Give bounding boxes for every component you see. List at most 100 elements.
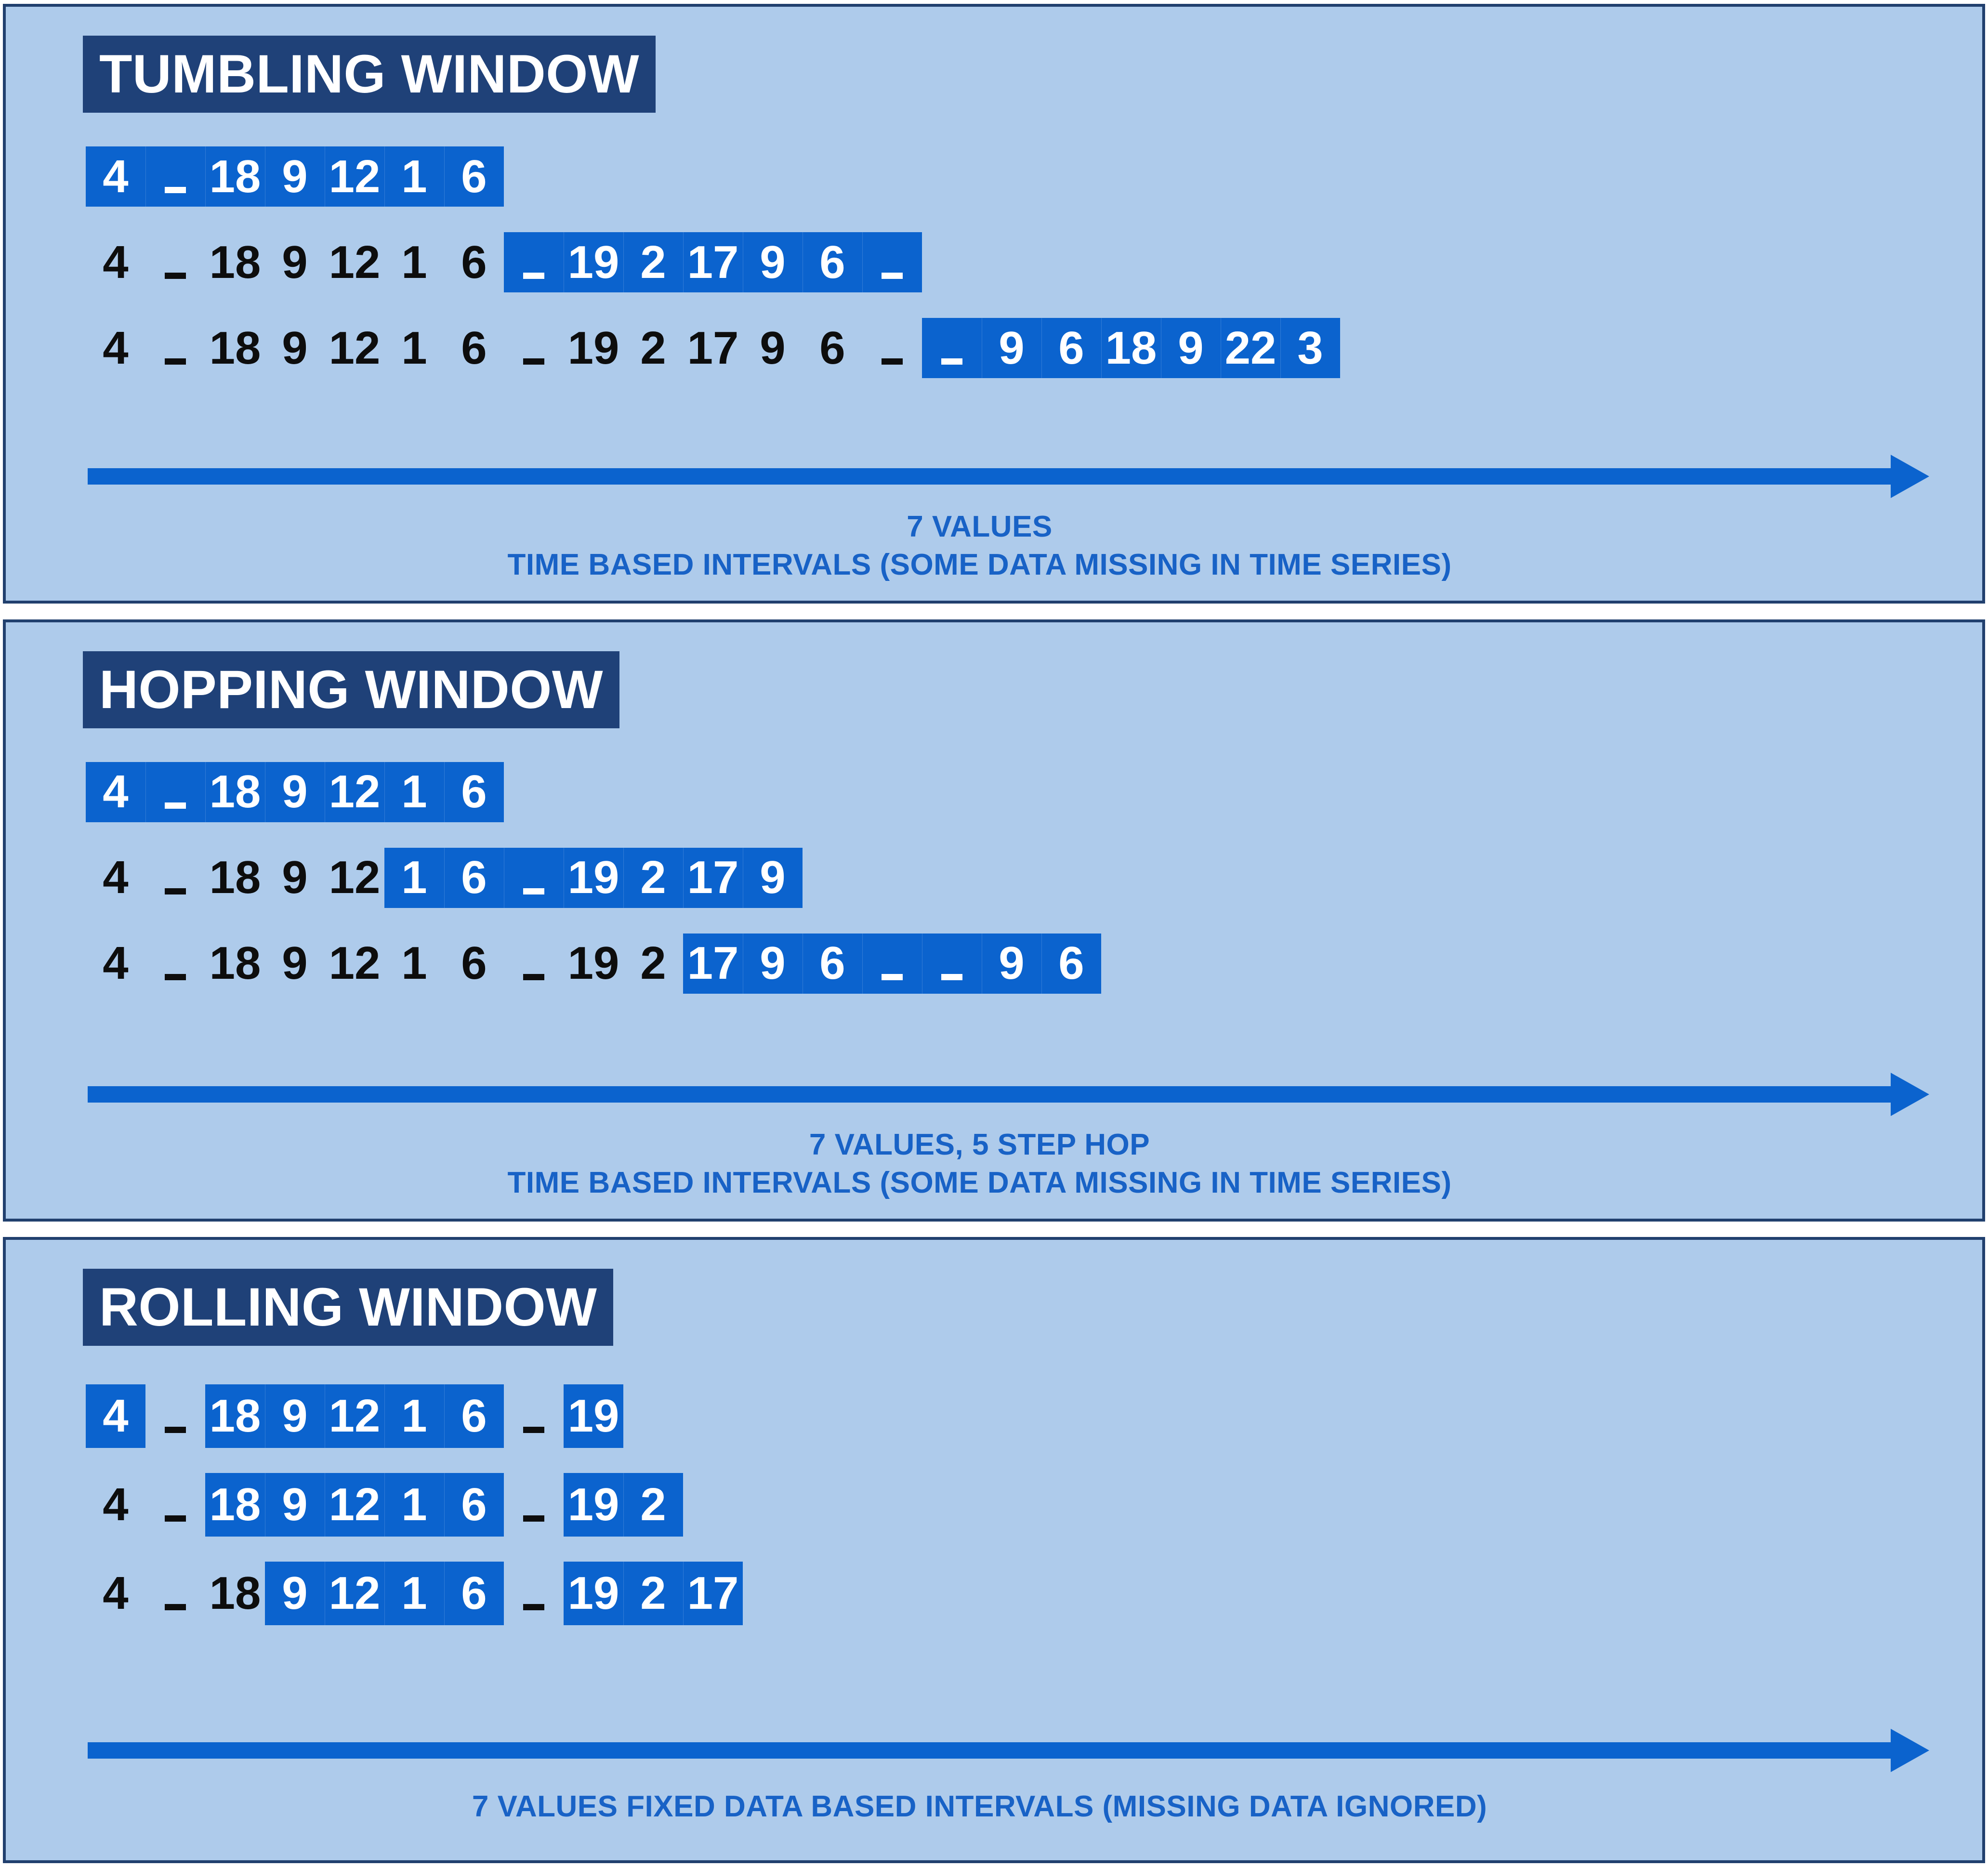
value-cell: 9 [265, 146, 325, 207]
missing-value-icon [523, 358, 544, 365]
arrow-shaft [88, 1742, 1892, 1759]
value-cell: 18 [209, 236, 261, 288]
value-cell: 17 [683, 1562, 743, 1625]
value-cell: 19 [567, 322, 619, 374]
value-cell: 4 [103, 937, 129, 989]
missing-value-icon [523, 973, 544, 980]
value-cell: 18 [1101, 318, 1161, 378]
value-cell: 4 [86, 1384, 145, 1448]
value-cell-missing [504, 934, 564, 994]
caption-line-1: 7 VALUES [907, 510, 1053, 543]
value-cell: 9 [265, 1384, 325, 1448]
value-cell: 9 [282, 322, 308, 374]
missing-value-icon [165, 802, 186, 809]
value-cell: 6 [819, 322, 845, 374]
missing-value-icon [165, 358, 186, 365]
missing-value-icon [165, 888, 186, 894]
value-cell: 18 [205, 1384, 265, 1448]
arrow-head [1891, 1729, 1929, 1772]
value-cell: 9 [743, 232, 803, 292]
value-cell: 9 [982, 933, 1041, 994]
missing-value-icon [882, 273, 903, 279]
caption-line-2: TIME BASED INTERVALS (SOME DATA MISSING … [507, 1166, 1452, 1199]
value-cell: 4 [103, 852, 129, 903]
value-cell: 2 [623, 1562, 683, 1625]
value-cell: 12 [325, 1562, 384, 1625]
value-cell: 12 [329, 852, 381, 903]
value-cell: 17 [683, 847, 743, 908]
caption-line-2: TIME BASED INTERVALS (SOME DATA MISSING … [507, 548, 1452, 582]
value-cell-missing [504, 1384, 564, 1448]
value-cell: 12 [325, 762, 384, 822]
value-cell: 9 [265, 762, 325, 822]
missing-value-icon [523, 1515, 544, 1522]
value-cell: 6 [461, 322, 487, 374]
value-cell: 2 [623, 232, 683, 292]
value-cell: 6 [803, 933, 862, 994]
value-cell: 17 [683, 232, 743, 292]
missing-value-icon [165, 973, 186, 980]
value-cell: 6 [444, 1473, 504, 1537]
value-cell: 12 [329, 236, 381, 288]
value-cell: 1 [384, 1473, 444, 1537]
arrow-shaft [88, 468, 1892, 485]
value-cell: 9 [265, 1562, 325, 1625]
value-cell-missing [145, 232, 205, 292]
value-cell: 6 [461, 236, 487, 288]
value-cell: 22 [1221, 318, 1280, 378]
value-cell-missing [504, 232, 564, 292]
timeline-arrow-group-hopping: 7 VALUES, 5 STEP HOP TIME BASED INTERVAL… [6, 1072, 1982, 1202]
value-cell: 18 [205, 762, 265, 822]
value-cell: 6 [461, 937, 487, 989]
value-cell: 3 [1280, 318, 1340, 378]
value-cell: 9 [282, 937, 308, 989]
value-cell: 1 [384, 1384, 444, 1448]
value-cell: 18 [209, 322, 261, 374]
caption-line-1: 7 VALUES, 5 STEP HOP [809, 1128, 1150, 1161]
value-cell: 19 [564, 847, 623, 908]
panel-caption-hopping: 7 VALUES, 5 STEP HOP TIME BASED INTERVAL… [6, 1126, 1982, 1202]
value-cell: 19 [564, 1384, 623, 1448]
missing-value-icon [165, 1426, 186, 1433]
value-cell: 1 [401, 937, 427, 989]
value-cell: 2 [640, 937, 666, 989]
value-cell: 1 [384, 146, 444, 207]
value-cell-missing [504, 1562, 564, 1625]
value-cell: 19 [564, 1562, 623, 1625]
value-cell: 4 [103, 236, 129, 288]
missing-value-icon [523, 273, 544, 279]
value-cell-missing [922, 933, 982, 994]
value-cell: 17 [683, 933, 743, 994]
value-cell-missing [145, 318, 205, 378]
value-cell: 6 [444, 1384, 504, 1448]
value-cell: 6 [444, 762, 504, 822]
missing-value-icon [882, 973, 903, 980]
value-cell: 1 [401, 236, 427, 288]
value-cell-missing [862, 318, 922, 378]
value-cell-missing [504, 318, 564, 378]
missing-value-icon [523, 1426, 544, 1433]
value-cell: 9 [982, 318, 1041, 378]
value-cell: 1 [384, 762, 444, 822]
panel-caption-rolling: 7 VALUES FIXED DATA BASED INTERVALS (MIS… [6, 1788, 1982, 1826]
value-cell-missing [922, 318, 982, 378]
value-cell: 12 [325, 1384, 384, 1448]
value-cell: 2 [623, 1473, 683, 1537]
value-cell-missing [145, 146, 205, 207]
missing-value-icon [523, 888, 544, 894]
value-cell: 6 [444, 146, 504, 207]
value-cell: 1 [401, 322, 427, 374]
value-cell-missing [145, 934, 205, 994]
value-cell: 9 [743, 933, 803, 994]
missing-value-icon [165, 187, 186, 193]
value-cell: 9 [743, 847, 803, 908]
value-cell: 18 [209, 1567, 261, 1619]
value-cell: 4 [103, 1567, 129, 1619]
